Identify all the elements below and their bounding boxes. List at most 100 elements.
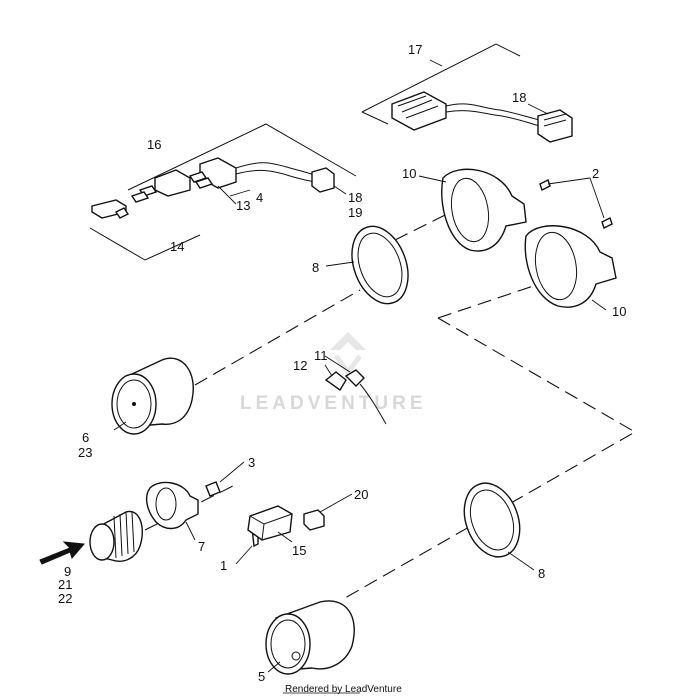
- connector-housing: [391, 91, 447, 131]
- socket-11: [344, 369, 365, 387]
- callout-4: 4: [256, 190, 263, 205]
- callout-10-lower: 10: [612, 304, 626, 319]
- callout-9: 9: [64, 564, 71, 579]
- lead-11: [324, 355, 351, 373]
- highlight-arrow-icon: [39, 541, 86, 565]
- group-bracket-17-end: [361, 111, 389, 125]
- group-bracket-17: [361, 43, 521, 113]
- leader-lines: [113, 59, 607, 673]
- callout-6: 6: [82, 430, 89, 445]
- lead-4: [229, 189, 251, 197]
- callout-1: 1: [220, 558, 227, 573]
- lead-20: [319, 493, 353, 513]
- callout-5: 5: [258, 669, 265, 684]
- fuse-14: [114, 207, 130, 219]
- lead-15: [277, 531, 293, 543]
- callout-2: 2: [592, 166, 599, 181]
- connector-plug-18: [537, 109, 573, 143]
- harness-upper: [361, 43, 573, 143]
- group-bracket-14: [89, 227, 201, 261]
- ring-inner-upper: [357, 232, 403, 298]
- lead-8-upper: [325, 261, 355, 267]
- watermark-text: LEADVENTURE: [240, 393, 427, 414]
- callout-21: 21: [58, 577, 72, 592]
- bezel-opening-upper: [450, 177, 490, 243]
- callout-12: 12: [293, 358, 307, 373]
- callout-22: 22: [58, 591, 72, 606]
- footer-text: Rendered by LeadVenture: [285, 684, 402, 695]
- callouts: 17 18 16 10 2 4 13 18 19 14 8 10 11 12 6…: [58, 42, 626, 684]
- gauge-5-face: [265, 613, 311, 675]
- ring-inner-lower: [469, 489, 515, 551]
- module-15-body: [247, 505, 293, 541]
- watermark: LEADVENTURE: [240, 332, 427, 414]
- callout-10-upper: 10: [402, 166, 416, 181]
- lead-10-lower: [591, 299, 607, 311]
- plug-detail: [543, 113, 567, 127]
- callout-3: 3: [248, 455, 255, 470]
- gauge-5-knob: [291, 651, 301, 661]
- connector-20: [303, 509, 325, 531]
- lead-13: [217, 185, 237, 205]
- screw-icon-lower: [601, 217, 613, 229]
- module-15-edges: [249, 513, 293, 541]
- callout-11: 11: [314, 348, 328, 363]
- connector-detail: [397, 95, 439, 119]
- ring-outer-lower: [463, 482, 521, 558]
- terminal-block-13: [154, 169, 191, 197]
- ring-8-upper: [351, 225, 409, 305]
- lead-2: [547, 177, 605, 219]
- lead-3: [219, 461, 245, 483]
- dash-line-lower: [344, 317, 637, 599]
- callout-8-upper: 8: [312, 260, 319, 275]
- lead-5: [267, 661, 281, 673]
- callout-18-upper: 18: [512, 90, 526, 105]
- harness-wire-4a: [235, 162, 319, 177]
- gauge-6-center: [132, 402, 136, 406]
- screw-icon-upper: [539, 179, 551, 191]
- lead-7: [185, 521, 196, 541]
- gauge-9-threads: [113, 511, 135, 559]
- lead-6: [113, 421, 127, 431]
- bracket-7-opening: [155, 487, 177, 521]
- lead-18-upper: [527, 103, 549, 115]
- bracket-7-body: [145, 481, 199, 530]
- sensor-parts: [324, 369, 387, 425]
- lead-17: [429, 59, 443, 67]
- socket-wire-11: [359, 383, 387, 425]
- callout-17: 17: [408, 42, 422, 57]
- bezel-10-lower: [524, 225, 617, 308]
- harness-wire-1: [445, 103, 541, 121]
- ring-outer-upper: [351, 225, 409, 305]
- bulb-12: [324, 371, 347, 392]
- harness-wire-2: [445, 110, 541, 127]
- callout-8-lower: 8: [538, 566, 545, 581]
- bezel-body-upper: [441, 168, 527, 252]
- harness-plug-18: [311, 167, 335, 193]
- callout-16: 16: [147, 137, 161, 152]
- lead-8-lower: [507, 551, 535, 571]
- gauge-6-dial: [116, 379, 152, 429]
- bezel-10-upper: [441, 168, 527, 252]
- dash-line-bezel-right: [437, 271, 576, 319]
- lead-1: [235, 545, 253, 565]
- callout-13: 13: [236, 198, 250, 213]
- terminal-pin-4: [130, 191, 150, 203]
- watermark-logo-icon: [330, 332, 366, 377]
- lead-10-upper: [418, 175, 447, 183]
- gauge-6: [111, 357, 194, 435]
- callout-18-lower: 18: [348, 190, 362, 205]
- bezel-body-lower: [524, 225, 617, 308]
- callout-19: 19: [348, 205, 362, 220]
- gauge-9-face: [89, 523, 115, 561]
- callout-23: 23: [78, 445, 92, 460]
- callout-20: 20: [354, 487, 368, 502]
- terminal-pin-2: [194, 177, 214, 189]
- screws-2: [539, 179, 613, 229]
- callout-7: 7: [198, 539, 205, 554]
- dash-line-gauge-ring: [194, 289, 361, 386]
- ring-8-lower: [463, 482, 521, 558]
- bracket-7: [145, 481, 199, 530]
- harness-group-16: [89, 123, 357, 261]
- callout-15: 15: [292, 543, 306, 558]
